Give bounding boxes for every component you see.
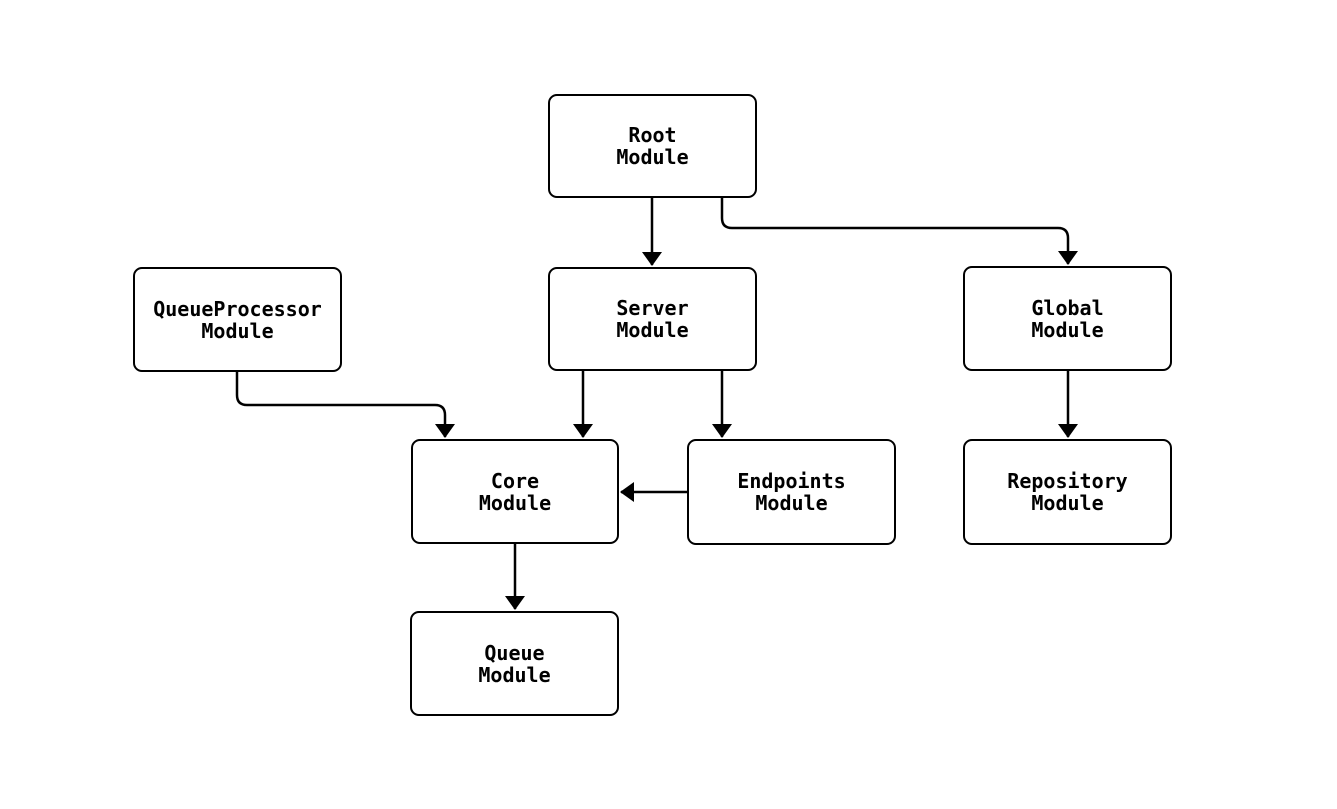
- node-queueprocessor-module: QueueProcessor Module: [133, 267, 342, 372]
- node-global-module-label: Global Module: [1031, 295, 1104, 342]
- node-server-module: Server Module: [548, 267, 757, 371]
- node-repository-module-label: Repository Module: [1007, 469, 1128, 515]
- node-queue-module-label: Queue Module: [478, 640, 551, 687]
- edge-queueprocessor-to-core: [235, 372, 455, 438]
- node-core-module: Core Module: [411, 439, 619, 544]
- node-repository-module: Repository Module: [963, 439, 1172, 545]
- node-queueprocessor-module-label: QueueProcessor Module: [153, 296, 322, 343]
- node-core-module-label: Core Module: [478, 468, 552, 515]
- edge-root-to-global: [720, 198, 1078, 265]
- node-server-module-label: Server Module: [616, 296, 689, 342]
- node-root-module-label: Root Module: [616, 123, 689, 169]
- node-endpoints-module: Endpoints Module: [687, 439, 896, 545]
- node-root-module: Root Module: [548, 94, 757, 198]
- node-queue-module: Queue Module: [410, 611, 619, 716]
- node-global-module: Global Module: [963, 266, 1172, 371]
- node-endpoints-module-label: Endpoints Module: [737, 469, 846, 515]
